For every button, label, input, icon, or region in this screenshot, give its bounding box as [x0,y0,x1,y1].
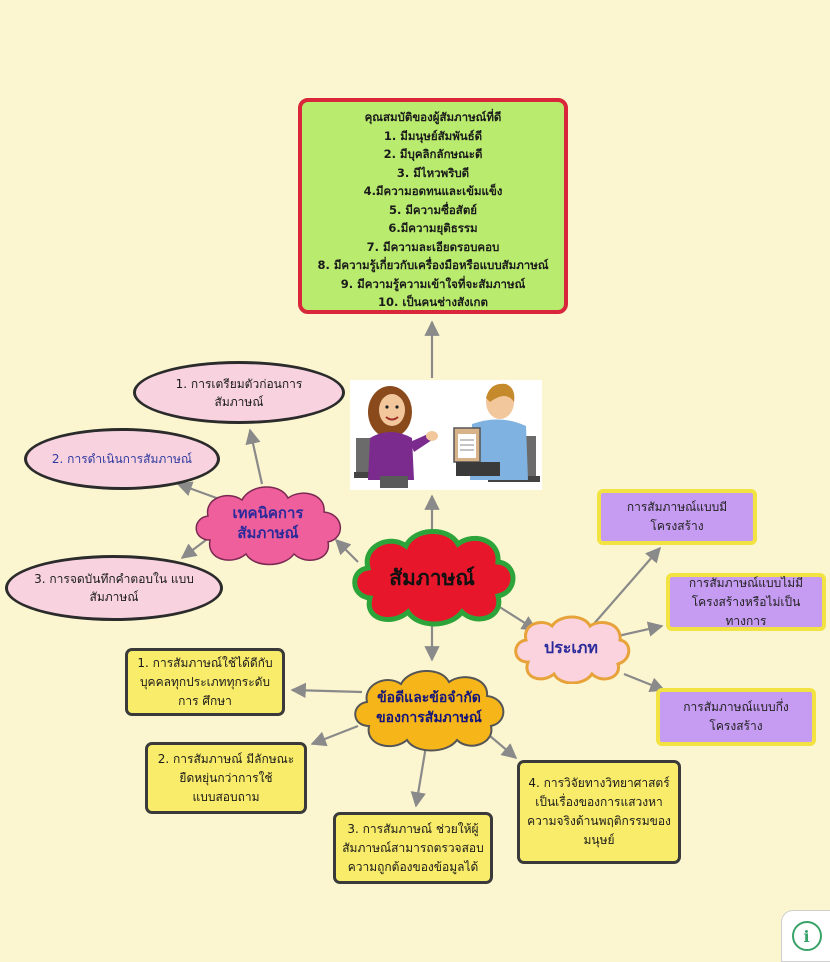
technique-item-prepare: 1. การเตรียมตัวก่อนการ สัมภาษณ์ [133,361,345,424]
techniques-cloud: เทคนิคการ สัมภาษณ์ [188,480,348,566]
arrow-tech-to-item1 [245,428,264,485]
info-icon: i [791,921,822,951]
qualities-title: คุณสมบัติของผู้สัมภาษณ์ที่ดี [364,110,502,124]
technique-item-conduct: 2. การดำเนินการสัมภาษณ์ [24,428,220,490]
quality-item: 8. มีความรู้เกี่ยวกับเครื่องมือหรือแบบสั… [317,258,549,272]
quality-item: 6.มีความยุติธรรม [388,221,478,235]
qualities-box: คุณสมบัติของผู้สัมภาษณ์ที่ดี 1. มีมนุษย์… [298,98,568,314]
center-label: สัมภาษณ์ [389,565,475,590]
arrow-types-to-item3 [623,672,666,693]
type-item-unstructured: การสัมภาษณ์แบบไม่มี โครงสร้างหรือไม่เป็น… [666,573,826,631]
center-cloud: สัมภาษณ์ [348,526,516,630]
pros-item-4: 4. การวิจัยทางวิทยาศาสตร์ เป็นเรื่องของก… [517,760,681,864]
pros-item-3: 3. การสัมภาษณ์ ช่วยให้ผู้ สัมภาษณ์สามารถ… [333,812,493,884]
technique-item-record: 3. การจดบันทึกคำตอบใน แบบสัมภาษณ์ [5,555,223,621]
arrow-tech-to-item2 [176,481,223,502]
types-label: ประเภท [544,637,598,657]
types-cloud: ประเภท [510,612,632,684]
pros-cons-label: ข้อดีและข้อจำกัด ของการสัมภาษณ์ [376,690,482,726]
pros-item-2: 2. การสัมภาษณ์ มีลักษณะ ยืดหยุ่นกว่าการใ… [145,742,307,814]
quality-item: 2. มีบุคลิกลักษณะดี [383,147,483,161]
quality-item: 1. มีมนุษย์สัมพันธ์ดี [383,128,483,143]
type-item-semi-structured: การสัมภาษณ์แบบกึ่ง โครงสร้าง [656,688,816,746]
arrow-tech-to-item3 [180,539,207,559]
pros-cons-cloud: ข้อดีและข้อจำกัด ของการสัมภาษณ์ [349,664,509,752]
arrow-types-to-item2 [617,621,664,638]
arrow-pros-to-item4 [489,735,518,759]
arrow-pros-to-item2 [310,724,359,747]
type-item-structured: การสัมภาษณ์แบบมีโครงสร้าง [597,489,757,545]
arrow-center-to-techniques [334,538,359,563]
quality-item: 5. มีความซื่อสัตย์ [388,202,478,217]
quality-item: 10. เป็นคนช่างสังเกต [378,295,488,309]
quality-item: 7. มีความละเอียดรอบคอบ [366,239,500,254]
quality-item: 3. มีไหวพริบดี [396,165,470,180]
pros-item-1: 1. การสัมภาษณ์ใช้ได้ดีกับ บุคคลทุกประเภท… [125,648,285,716]
arrow-pros-to-item1 [290,682,363,699]
techniques-label: เทคนิคการ สัมภาษณ์ [232,504,304,542]
interview-illustration [350,380,542,490]
info-button[interactable]: i [781,910,830,962]
quality-item: 4.มีความอดทนและเข้มแข็ง [363,184,503,198]
quality-item: 9. มีความรู้ความเข้าใจที่จะสัมภาษณ์ [340,276,526,291]
arrow-types-to-item1 [591,546,662,627]
arrow-pros-to-item3 [410,745,428,808]
